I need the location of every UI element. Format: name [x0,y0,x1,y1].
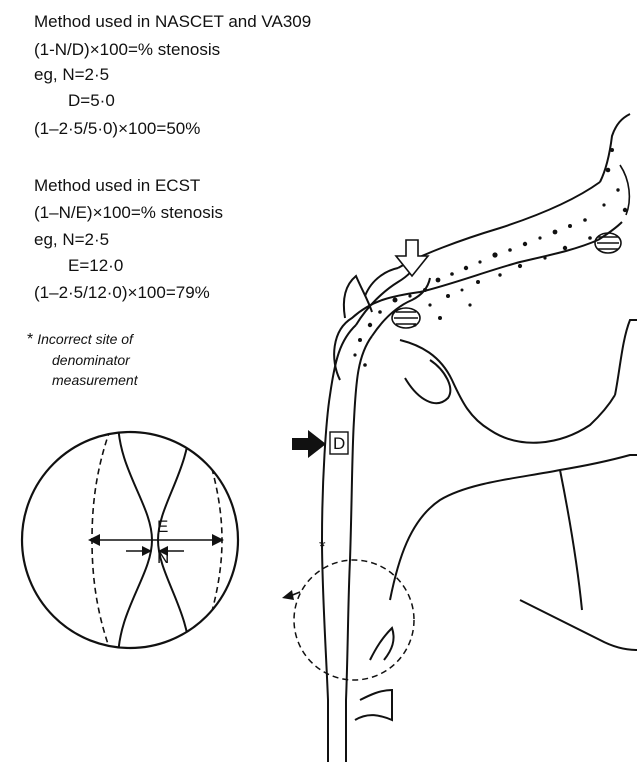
asterisk-marker: * [319,537,326,556]
siphon-coils [392,165,629,328]
sinus-speckle [353,148,627,367]
open-arrow-icon [396,240,428,276]
skull-outline [334,114,637,650]
black-arrow-icon [292,430,326,458]
label-d: D [333,434,345,453]
label-n: N [157,548,169,567]
incorrect-site-dashed-circle [294,560,414,680]
magnified-stenosis-view: E N [22,420,238,660]
label-e: E [157,517,168,536]
magnify-arrow-icon [282,590,294,600]
